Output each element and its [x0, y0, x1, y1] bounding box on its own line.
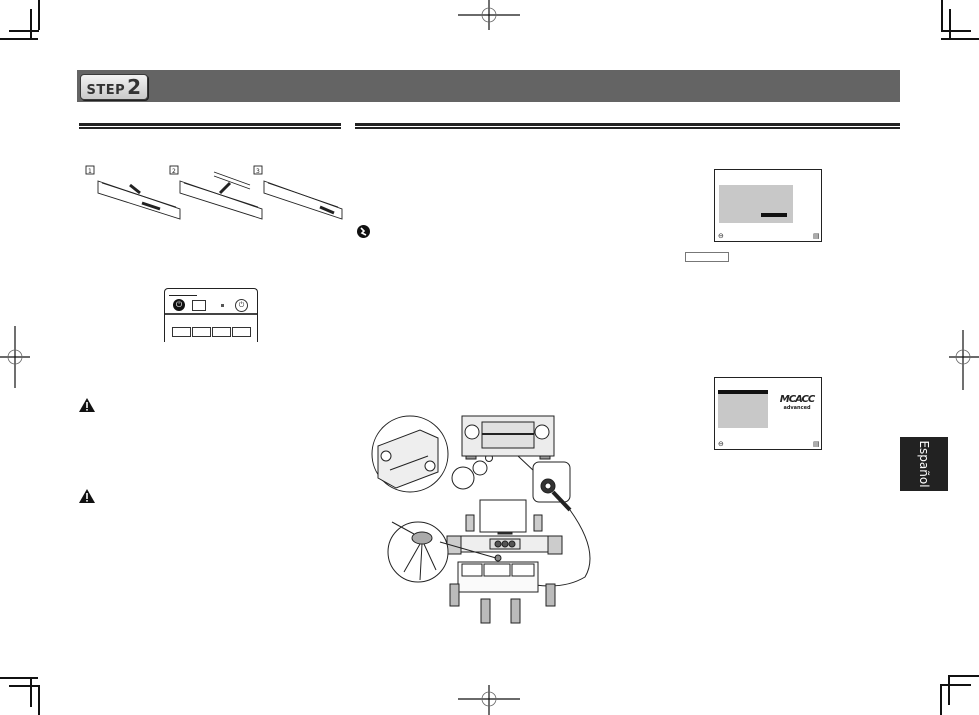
osd-gray-panel — [719, 185, 793, 223]
crop-mark — [0, 677, 38, 679]
crop-mark — [949, 9, 951, 39]
button-label-box — [685, 252, 729, 262]
mcacc-logo: MCACC advanced — [777, 394, 817, 411]
svg-text:1: 1 — [88, 168, 92, 175]
input-button[interactable] — [192, 327, 211, 337]
crop-mark — [940, 684, 971, 686]
language-tab-label: Español — [917, 440, 931, 488]
osd-highlight-bar — [761, 213, 787, 217]
osd-screen-1: ⊖ ▤ — [714, 169, 822, 242]
crop-mark — [30, 9, 32, 39]
registration-mark-top — [458, 0, 520, 30]
registration-mark-right — [949, 330, 979, 390]
remote-divider — [165, 313, 257, 315]
indicator-dot — [221, 304, 224, 307]
return-icon: ⊖ — [718, 232, 724, 240]
source-button[interactable] — [192, 300, 206, 311]
receiver-power-icon[interactable]: ⏻ — [235, 299, 248, 312]
speaker-setup-figure — [371, 415, 591, 624]
registration-mark-bottom — [458, 685, 520, 715]
registration-mark-left — [0, 326, 30, 388]
osd-screen-2: MCACC advanced ⊖ ▤ — [714, 377, 822, 450]
crop-mark — [941, 38, 979, 40]
osd-gray-panel — [718, 394, 768, 428]
crop-mark — [38, 0, 40, 30]
crop-mark — [941, 0, 943, 30]
menu-icon: ▤ — [813, 440, 820, 448]
crop-mark — [38, 685, 40, 715]
language-tab[interactable]: Español — [900, 437, 948, 491]
input-button[interactable] — [232, 327, 251, 337]
svg-text:2: 2 — [172, 168, 176, 175]
warning-triangle-icon — [79, 489, 95, 503]
input-button[interactable] — [212, 327, 231, 337]
power-icon[interactable]: ⏻ — [173, 299, 185, 311]
step-number: 2 — [127, 75, 142, 99]
crop-mark — [948, 675, 979, 677]
section-rule-left — [79, 123, 341, 127]
crop-mark — [0, 38, 38, 40]
remote-detail-figure: ⏻ ⏻ — [164, 288, 258, 342]
svg-text:3: 3 — [256, 168, 260, 175]
mcacc-logo-title: MCACC — [779, 394, 815, 405]
warning-triangle-icon — [79, 398, 95, 412]
crop-mark — [948, 675, 950, 705]
step-word: STEP — [86, 83, 126, 98]
menu-icon: ▤ — [813, 232, 820, 240]
mcacc-logo-subtitle: advanced — [783, 405, 811, 411]
crop-mark — [9, 685, 39, 687]
section-rule-right — [355, 123, 900, 127]
section-rule-stub — [330, 123, 341, 127]
crop-mark — [9, 30, 39, 32]
input-button[interactable] — [172, 327, 191, 337]
return-icon: ⊖ — [718, 440, 724, 448]
crop-mark — [30, 677, 32, 707]
remote-top-rule — [169, 295, 197, 296]
battery-insertion-figure: 1 2 3 — [85, 165, 343, 220]
osd-menu-header — [718, 390, 768, 394]
crop-mark — [940, 684, 942, 715]
important-note-icon — [357, 225, 370, 238]
crop-mark — [941, 30, 971, 32]
